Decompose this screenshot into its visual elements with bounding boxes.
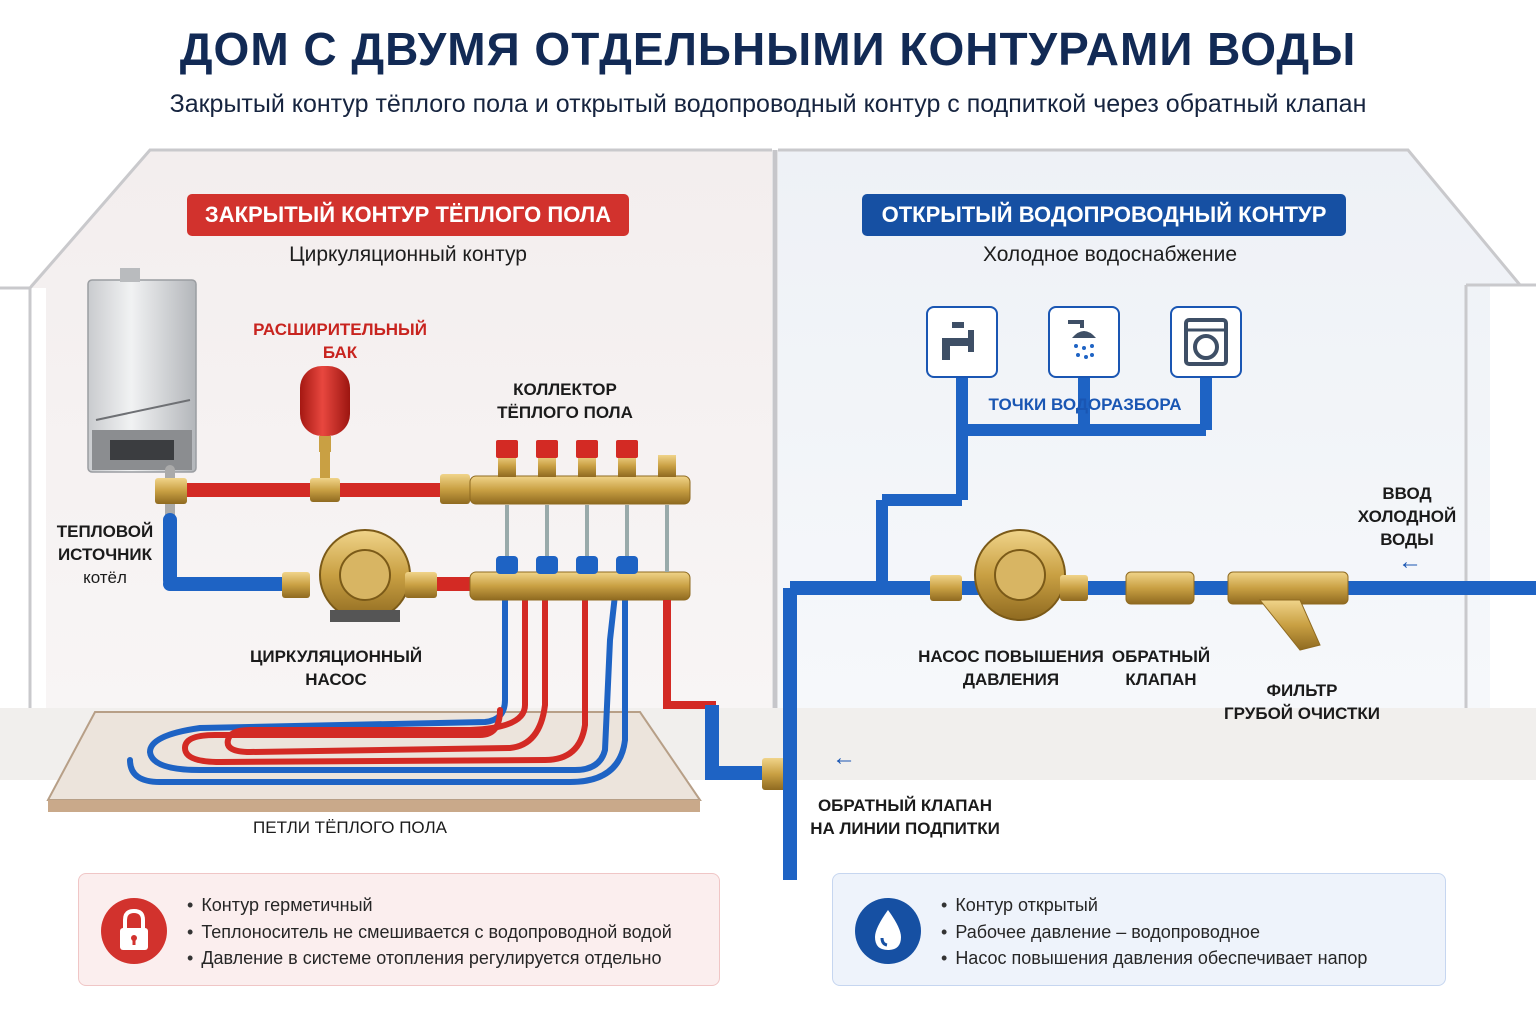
open-info-item: Рабочее давление – водопроводное	[941, 919, 1367, 946]
manifold-label: КОЛЛЕКТОР ТЁПЛОГО ПОЛА	[470, 378, 660, 424]
heat-source-label-line: ИСТОЧНИК	[57, 545, 153, 564]
closed-circuit-subheading: Циркуляционный контур	[289, 243, 527, 266]
circ-pump-label-line: НАСОС	[305, 670, 367, 689]
closed-info-item: Давление в системе отопления регулируетс…	[187, 945, 672, 972]
filter-label-line: ФИЛЬТР	[1266, 681, 1338, 700]
page-title: ДОМ С ДВУМЯ ОТДЕЛЬНЫМИ КОНТУРАМИ ВОДЫ	[179, 23, 1357, 75]
lock-icon	[101, 898, 167, 964]
booster-pump-label: НАСОС ПОВЫШЕНИЯ ДАВЛЕНИЯ	[918, 645, 1104, 691]
filter-label-line: ГРУБОЙ ОЧИСТКИ	[1224, 704, 1380, 723]
check-valve-label-line: ОБРАТНЫЙ	[1111, 647, 1211, 666]
closed-circuit-banner: ЗАКРЫТЫЙ КОНТУР ТЁПЛОГО ПОЛА	[187, 194, 629, 236]
booster-label-line: НАСОС ПОВЫШЕНИЯ	[918, 647, 1104, 666]
closed-info-item: Теплоноситель не смешивается с водопрово…	[187, 919, 672, 946]
inlet-label-line: ХОЛОДНОЙ	[1357, 507, 1457, 526]
faucet-icon	[926, 306, 998, 378]
expansion-tank-label-line: РАСШИРИТЕЛЬНЫЙ	[253, 320, 427, 339]
closed-circuit-info: Контур герметичный Теплоноситель не смеш…	[78, 873, 720, 986]
open-info-item: Насос повышения давления обеспечивает на…	[941, 945, 1367, 972]
makeup-label-line: НА ЛИНИИ ПОДПИТКИ	[810, 819, 1000, 838]
booster-label-line: ДАВЛЕНИЯ	[962, 670, 1060, 689]
open-circuit-subheading: Холодное водоснабжение	[982, 243, 1238, 266]
inlet-label: ВВОД ХОЛОДНОЙ ВОДЫ	[1352, 482, 1462, 551]
makeup-arrow-icon: ←	[832, 744, 856, 771]
open-circuit-banner: ОТКРЫТЫЙ ВОДОПРОВОДНЫЙ КОНТУР	[862, 194, 1346, 236]
check-valve-label: ОБРАТНЫЙ КЛАПАН	[1106, 645, 1216, 691]
closed-info-item: Контур герметичный	[187, 892, 672, 919]
check-valve-label-line: КЛАПАН	[1125, 670, 1197, 689]
points-label: ТОЧКИ ВОДОРАЗБОРА	[988, 395, 1182, 414]
open-info-item: Контур открытый	[941, 892, 1367, 919]
expansion-tank-label: РАСШИРИТЕЛЬНЫЙ БАК	[240, 318, 440, 364]
floor-loops-label: ПЕТЛИ ТЁПЛОГО ПОЛА	[253, 818, 447, 837]
filter-label: ФИЛЬТР ГРУБОЙ ОЧИСТКИ	[1222, 679, 1382, 725]
circ-pump-label-line: ЦИРКУЛЯЦИОННЫЙ	[249, 647, 423, 666]
manifold-label-line: КОЛЛЕКТОР	[513, 380, 617, 399]
washing-machine-icon	[1170, 306, 1242, 378]
circ-pump-label: ЦИРКУЛЯЦИОННЫЙ НАСОС	[238, 645, 434, 691]
inlet-arrow-icon: ←	[1398, 548, 1422, 575]
manifold-label-line: ТЁПЛОГО ПОЛА	[497, 403, 633, 422]
open-circuit-info: Контур открытый Рабочее давление – водоп…	[832, 873, 1446, 986]
inlet-label-line: ВОДЫ	[1380, 530, 1434, 549]
heat-source-label-line: котёл	[83, 568, 127, 587]
inlet-label-line: ВВОД	[1382, 484, 1432, 503]
heat-source-label: ТЕПЛОВОЙ ИСТОЧНИК котёл	[40, 520, 170, 589]
expansion-tank-label-line: БАК	[322, 343, 358, 362]
page-subtitle: Закрытый контур тёплого пола и открытый …	[169, 90, 1367, 118]
heat-source-label-line: ТЕПЛОВОЙ	[56, 522, 154, 541]
shower-icon	[1048, 306, 1120, 378]
makeup-check-valve-label: ОБРАТНЫЙ КЛАПАН НА ЛИНИИ ПОДПИТКИ	[805, 794, 1005, 840]
makeup-label-line: ОБРАТНЫЙ КЛАПАН	[817, 796, 993, 815]
water-drop-icon	[855, 898, 921, 964]
